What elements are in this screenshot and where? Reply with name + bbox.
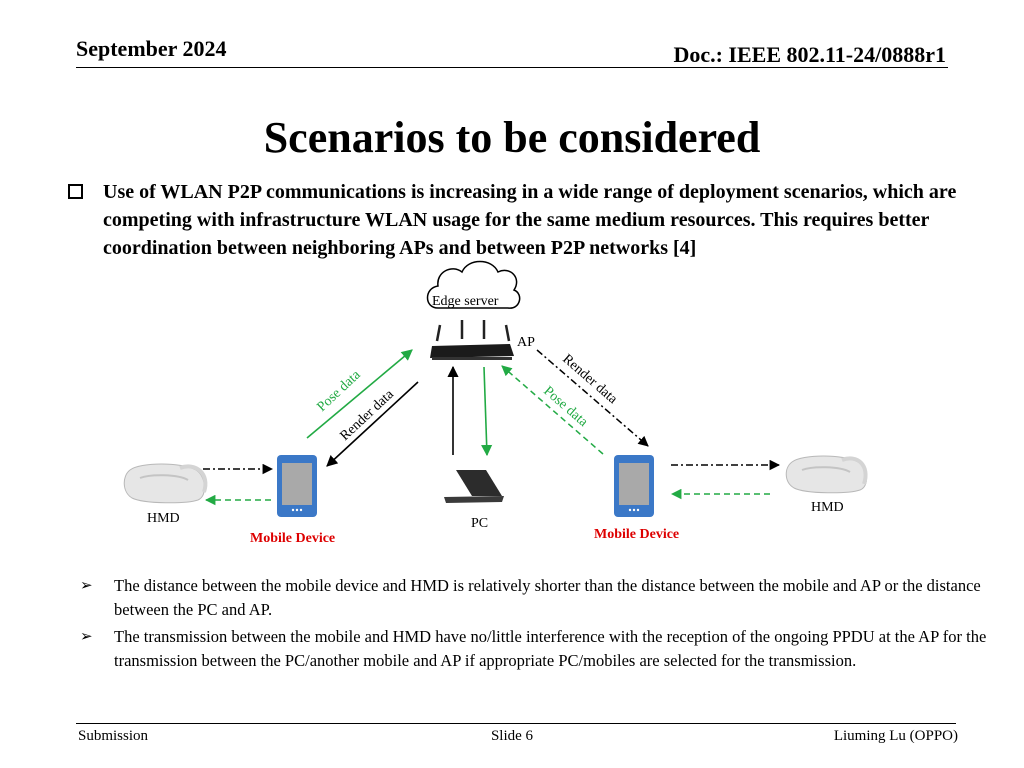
render-data-label-left: Render data [337, 387, 397, 444]
edge-server-label: Edge server [432, 294, 499, 309]
header-divider [76, 67, 948, 68]
cloud-icon [426, 260, 521, 309]
sub-bullet-list: ➢ The distance between the mobile device… [76, 574, 996, 676]
router-icon [430, 320, 514, 360]
pose-data-arrow-right [501, 365, 604, 455]
hmd-label-left: HMD [147, 511, 180, 526]
square-bullet-icon [68, 184, 83, 199]
smartphone-icon [614, 455, 654, 517]
footer-author: Liuming Lu (OPPO) [833, 728, 958, 744]
sub-bullet-text: The transmission between the mobile and … [114, 627, 987, 670]
pc-label: PC [471, 516, 488, 531]
render-data-arrow-right [536, 349, 649, 447]
footer-slide-number: Slide 6 [490, 728, 534, 744]
footer-submission: Submission [78, 728, 149, 744]
hmd-label-right: HMD [811, 500, 844, 515]
main-bullet-text: Use of WLAN P2P communications is increa… [103, 181, 957, 259]
header-date: September 2024 [76, 36, 227, 61]
footer-divider [76, 723, 956, 724]
pose-data-label-left: Pose data [314, 367, 364, 415]
sub-bullet-text: The distance between the mobile device a… [114, 576, 981, 619]
mobile-device-label-left: Mobile Device [250, 531, 335, 546]
vr-headset-icon [123, 463, 208, 504]
render-data-arrow-left [326, 381, 419, 467]
vr-headset-icon [785, 455, 868, 494]
arrow-bullet-icon: ➢ [80, 629, 93, 645]
smartphone-icon [277, 455, 317, 517]
slide-title: Scenarios to be considered [263, 113, 761, 162]
laptop-icon [444, 470, 504, 503]
arrow-bullet-icon: ➢ [80, 578, 93, 594]
ap-to-pc-arrow [481, 366, 493, 457]
sub-bullet-item: ➢ The distance between the mobile device… [76, 574, 996, 622]
header-doc-id: Doc.: IEEE 802.11-24/0888r1 [673, 42, 946, 67]
ap-label: AP [517, 335, 535, 350]
pose-data-arrow-left [306, 349, 413, 439]
sub-bullet-item: ➢ The transmission between the mobile an… [76, 625, 996, 673]
mobile-device-label-right: Mobile Device [594, 527, 679, 542]
